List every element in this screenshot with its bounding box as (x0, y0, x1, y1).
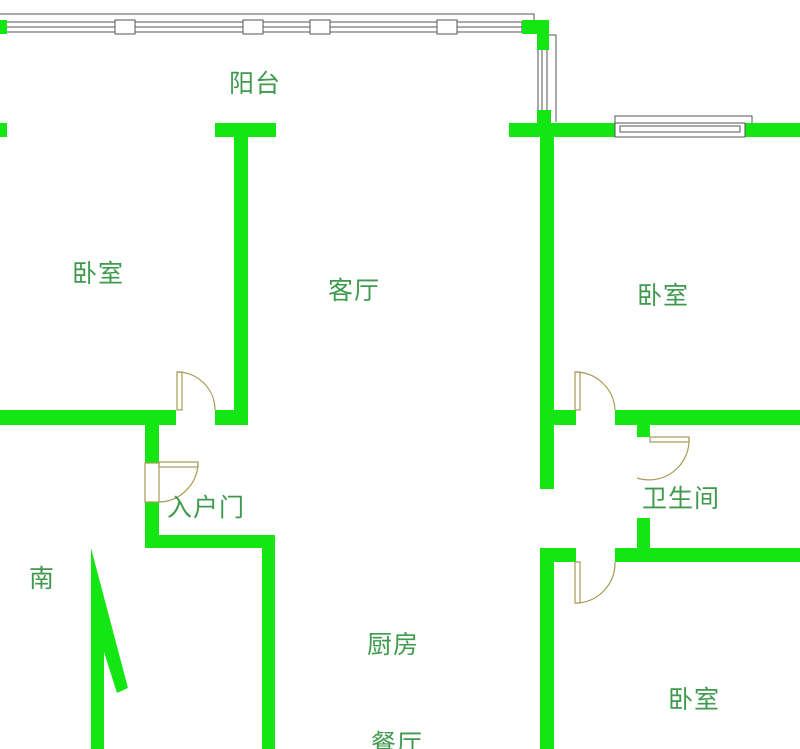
entrance-door[interactable] (144, 461, 199, 503)
wall (540, 548, 554, 749)
wall (540, 123, 554, 489)
wall (0, 123, 7, 137)
room-label-bedroom-ne: 卧室 (636, 281, 690, 310)
room-label-kitchen: 厨房 (366, 630, 420, 659)
room-label-dining-room: 餐厅 (370, 729, 424, 749)
room-label-bedroom-nw: 卧室 (71, 259, 125, 288)
wall (145, 425, 159, 463)
wall (215, 123, 276, 137)
bedroom-door-nw[interactable] (176, 371, 216, 411)
bedroom-door-ne[interactable] (574, 371, 616, 411)
wall (637, 518, 650, 554)
room-label-living-room: 客厅 (327, 276, 381, 305)
wall (234, 137, 248, 425)
room-label-bathroom: 卫生间 (641, 484, 721, 513)
wall (745, 123, 800, 137)
balcony-window (0, 13, 557, 122)
bathroom-door[interactable] (636, 436, 690, 481)
wall (0, 410, 176, 425)
wall (509, 123, 615, 137)
wall (537, 20, 549, 50)
bedroom-window (614, 115, 753, 138)
room-label-balcony: 阳台 (228, 69, 282, 98)
label-entrance-door: 入户门 (166, 493, 246, 522)
wall (540, 410, 576, 425)
wall (262, 535, 275, 749)
bedroom-door-se[interactable] (574, 561, 616, 604)
wall (637, 425, 650, 437)
wall (145, 535, 275, 548)
label-south: 南 (28, 564, 56, 593)
wall (615, 548, 800, 562)
wall (215, 410, 248, 425)
north-arrow-icon (91, 548, 128, 749)
wall (0, 20, 7, 34)
wall (615, 410, 800, 425)
room-label-bedroom-se: 卧室 (667, 685, 721, 714)
wall (537, 110, 551, 125)
